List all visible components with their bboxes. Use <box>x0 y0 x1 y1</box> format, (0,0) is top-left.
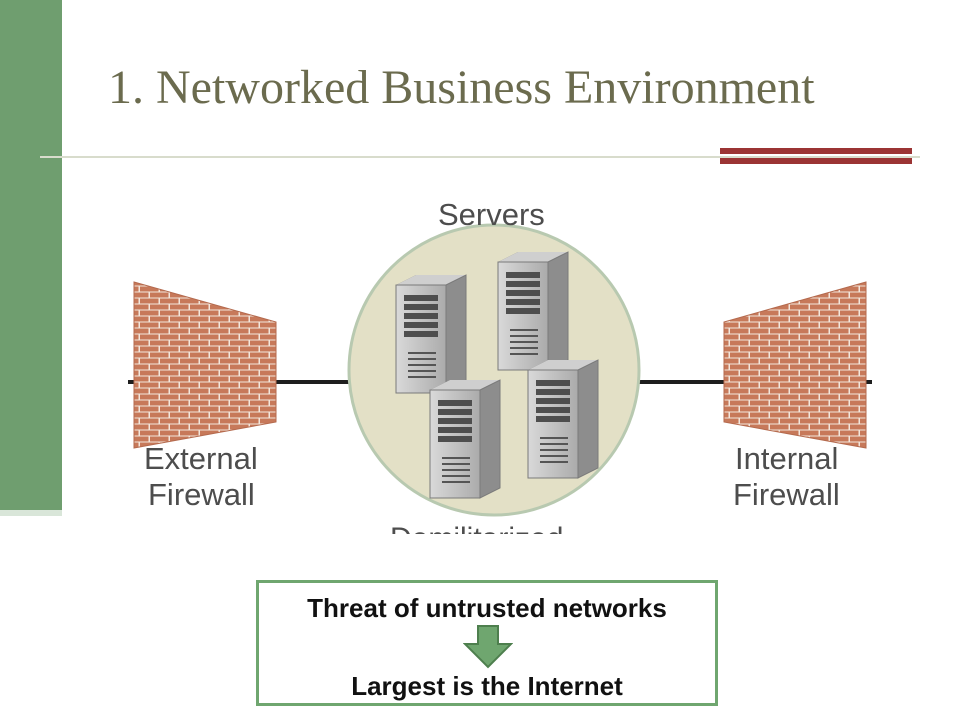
internal-firewall-label: Firewall <box>733 477 840 512</box>
server-icon <box>429 379 501 499</box>
slide-title: 1. Networked Business Environment <box>108 61 815 114</box>
arrow-down-icon <box>463 625 513 669</box>
external-firewall-icon <box>134 282 276 448</box>
server-icon <box>395 274 467 394</box>
title-rule <box>40 156 920 158</box>
server-icon <box>527 359 599 479</box>
threat-callout: Threat of untrusted networks Largest is … <box>256 580 718 706</box>
clipped-zone-label-text: Demilitarized <box>390 522 563 534</box>
slide-sidebar <box>0 0 62 510</box>
external-firewall-label: External <box>144 441 258 476</box>
accent-bar <box>720 158 912 164</box>
callout-line-internet: Largest is the Internet <box>351 671 623 701</box>
accent-bar <box>720 148 912 154</box>
servers-label: Servers <box>438 197 545 232</box>
external-firewall-label: Firewall <box>148 477 255 512</box>
clipped-zone-label: Demilitarized <box>390 522 630 534</box>
slide-sidebar-edge <box>0 510 62 516</box>
network-diagram-graphic <box>128 223 872 517</box>
callout-line-threat: Threat of untrusted networks <box>307 593 667 623</box>
internal-firewall-label: Internal <box>735 441 839 476</box>
server-icon <box>497 251 569 371</box>
network-diagram: Servers External Firewall Internal Firew… <box>100 190 880 540</box>
internal-firewall-icon <box>724 282 866 448</box>
